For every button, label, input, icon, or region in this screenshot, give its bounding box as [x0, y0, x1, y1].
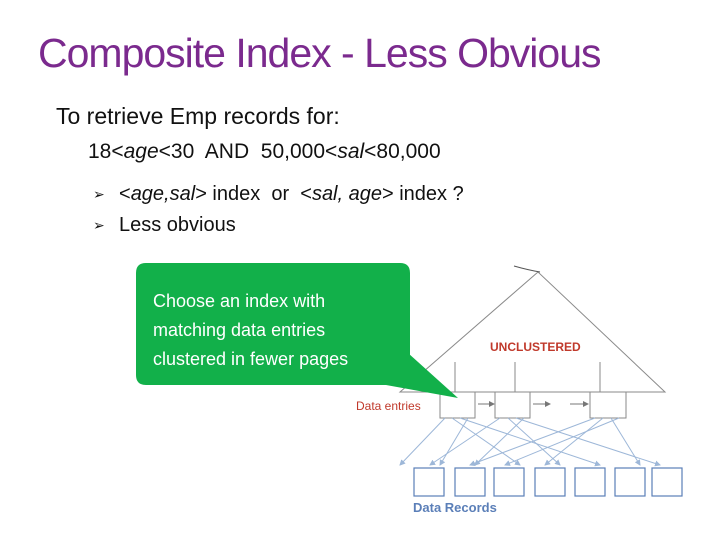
arrowhead-bullet-icon: ➢	[93, 217, 105, 234]
bullet-item-index-choice: ➢ <age,sal> index or <sal, age> index ?	[93, 183, 464, 206]
bullet-item-less-obvious: ➢ Less obvious	[93, 214, 236, 237]
data-entry-pages	[439, 391, 627, 419]
data-records-label: Data Records	[413, 500, 497, 515]
record-pointer-arrows	[399, 417, 661, 467]
bullet-text: Less obvious	[119, 214, 236, 236]
query-condition: 18<age<30 AND 50,000<sal<80,000	[88, 140, 441, 163]
callout-bubble: Choose an index with matching data entri…	[136, 263, 458, 398]
intro-text: To retrieve Emp records for:	[56, 103, 340, 129]
callout-text: Choose an index with matching data entri…	[153, 291, 349, 369]
data-record-pages	[413, 467, 683, 497]
root-pointer-arrow	[513, 265, 541, 273]
slide-title: Composite Index - Less Obvious	[38, 30, 601, 76]
data-entries-label: Data entries	[356, 399, 421, 413]
arrowhead-bullet-icon: ➢	[93, 186, 105, 203]
bullet-text: <age,sal> index or <sal, age> index ?	[119, 183, 464, 205]
unclustered-label: UNCLUSTERED	[490, 340, 581, 354]
callout-shape	[136, 263, 458, 398]
index-tree-triangle	[398, 271, 667, 393]
